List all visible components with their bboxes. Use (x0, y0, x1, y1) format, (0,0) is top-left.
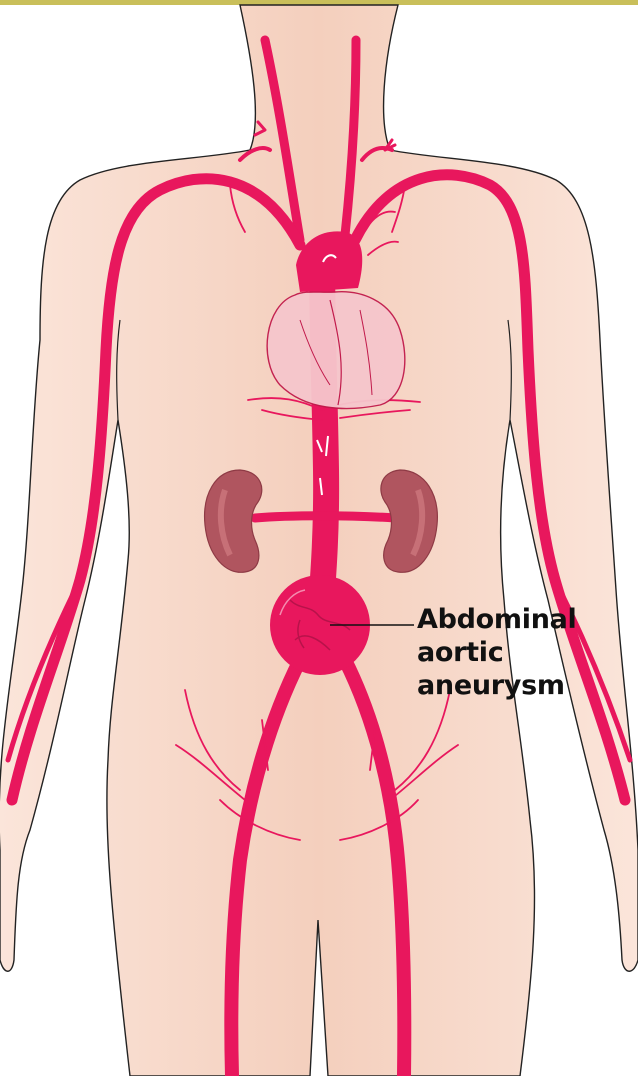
aneurysm-label: Abdominal aortic aneurysm (417, 603, 577, 702)
label-line-3: aneurysm (417, 669, 577, 702)
label-line-2: aortic (417, 636, 577, 669)
label-line-1: Abdominal (417, 603, 577, 636)
